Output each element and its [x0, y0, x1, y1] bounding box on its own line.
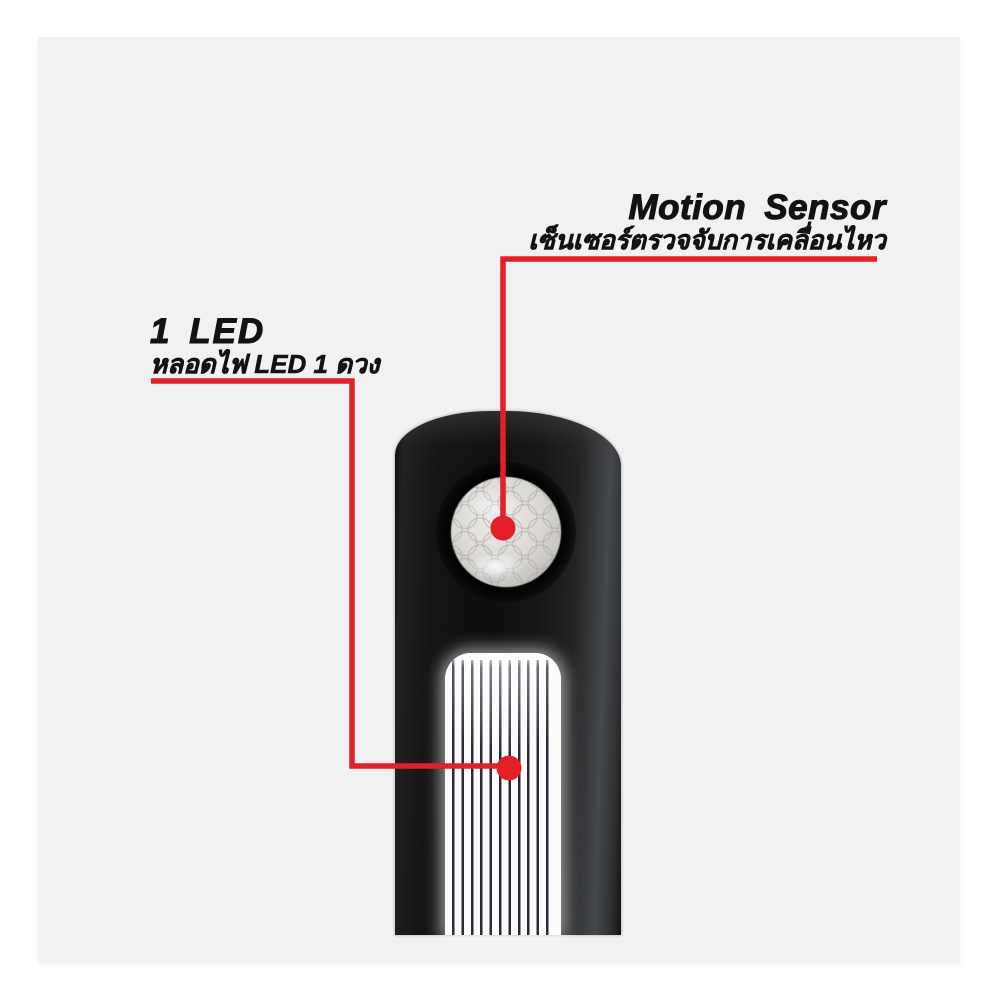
- led-title: 1 LED: [149, 312, 266, 351]
- led-label: 1 LED หลอดไฟ LED 1 ดวง: [149, 312, 380, 380]
- motion-sensor-title: Motion Sensor: [628, 188, 886, 227]
- motion-sensor-light-bar: [395, 411, 621, 935]
- pir-sensor-dome-icon: [450, 476, 562, 588]
- motion-sensor-subtitle-thai: เซ็นเซอร์ตรวจจับการเคลื่อนไหว: [528, 225, 886, 255]
- motion-sensor-label: Motion Sensor เซ็นเซอร์ตรวจจับการเคลื่อน…: [528, 188, 886, 256]
- led-diffuser-strip: [445, 653, 561, 935]
- led-glow: [445, 653, 561, 935]
- led-subtitle-thai: หลอดไฟ LED 1 ดวง: [150, 349, 380, 379]
